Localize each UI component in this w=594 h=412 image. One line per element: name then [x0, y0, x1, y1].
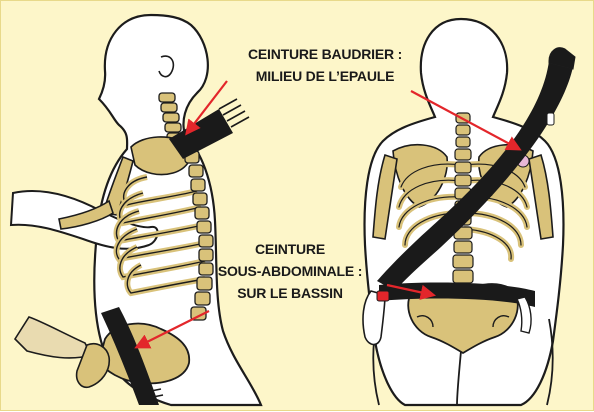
side-thigh-bone — [15, 317, 91, 358]
shoulder-belt-label-line2: MILIEU DE L’EPAULE — [213, 65, 437, 87]
lap-belt-label-line2: SOUS-ABDOMINALE : — [187, 260, 393, 282]
shoulder-belt-label: CEINTURE BAUDRIER : MILIEU DE L’EPAULE — [213, 43, 437, 87]
lap-belt-label: CEINTURE SOUS-ABDOMINALE : SUR LE BASSIN — [187, 238, 393, 304]
back-belt-slot — [547, 113, 554, 125]
lap-belt-label-line1: CEINTURE — [187, 238, 393, 260]
shoulder-belt-label-line1: CEINTURE BAUDRIER : — [213, 43, 437, 65]
lap-belt-label-line3: SUR LE BASSIN — [187, 282, 393, 304]
